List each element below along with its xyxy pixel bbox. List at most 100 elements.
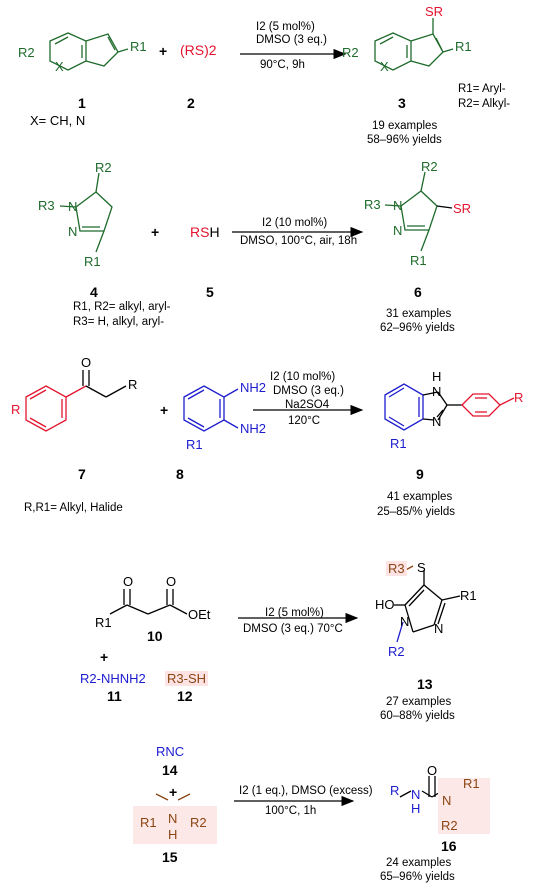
- r4-product-n2: N: [434, 621, 444, 636]
- r2-product-n1: N: [393, 198, 403, 213]
- compound-number-4: 4: [90, 284, 98, 300]
- benzimidazole-product: [384, 383, 515, 431]
- r3-product-n2: N: [432, 414, 442, 429]
- r1-disulfide-reagent: (RS)2: [180, 42, 217, 58]
- r5-product-n: N: [411, 787, 421, 802]
- r3-product-nh-h: H: [432, 369, 442, 384]
- r5-amine-r1: R1: [140, 815, 157, 830]
- r1-examples: 19 examples: [372, 120, 438, 132]
- r3-amine-nh2-bottom: NH2: [240, 421, 267, 436]
- pyrazole-product: [384, 171, 438, 252]
- hydroxypyrazole-n-r2-bond: [396, 621, 404, 643]
- r1-r1-definition: R1= Aryl-: [458, 83, 506, 95]
- r4-product-n1: N: [400, 614, 410, 629]
- compound-number-11: 11: [107, 688, 122, 704]
- r5-examples: 24 examples: [386, 857, 452, 869]
- r1-product-x: X: [380, 59, 389, 74]
- r2-product-sr: SR: [453, 201, 472, 216]
- hydroxypyrazole-product: [394, 570, 461, 633]
- r3-ketone-r: R: [128, 377, 138, 392]
- ketoester-reactant: [109, 589, 188, 615]
- r4-product-r1: R1: [460, 588, 477, 603]
- r3-yields: 25–85/% yields: [377, 506, 455, 518]
- r2-substituent-r1: R1: [84, 254, 101, 269]
- compound-number-15: 15: [162, 849, 178, 865]
- r1-product-sr: SR: [425, 4, 444, 19]
- r3-amine-nh2-top: NH2: [240, 380, 267, 395]
- r1-substituent-r2: R2: [18, 45, 35, 60]
- r3-condition-solvent: DMSO (3 eq.): [273, 385, 344, 397]
- r5-product-nh-h: H: [411, 801, 421, 816]
- r5-product-oxygen: O: [427, 763, 438, 778]
- r1-plus-sign: +: [159, 43, 168, 59]
- r2-thiol-rs: RS: [190, 224, 210, 240]
- r5-product-r1: R1: [463, 776, 480, 791]
- r1-x-definition: X= CH, N: [30, 113, 86, 128]
- r3-substituent-definition: R,R1= Alkyl, Halide: [24, 502, 123, 514]
- compound-number-3: 3: [398, 95, 406, 111]
- r4-ketone-oxygen: O: [123, 574, 134, 589]
- r3-ketone-oxygen: O: [81, 355, 92, 370]
- r2-examples: 31 examples: [386, 308, 452, 320]
- r3-condition-additive: Na2SO4: [285, 399, 330, 411]
- r4-product-ho: HO: [375, 597, 395, 612]
- r2-condition-catalyst: I2 (10 mol%): [262, 217, 328, 229]
- r2-product-r1: R1: [410, 253, 427, 268]
- r4-examples: 27 examples: [386, 696, 452, 708]
- r3-plus-sign: +: [160, 402, 169, 418]
- r1-condition-catalyst: I2 (5 mol%): [256, 21, 315, 33]
- r3-product-r: R: [514, 390, 524, 405]
- r4-plus-sign: +: [100, 649, 109, 665]
- r2-thiol-reagent: RSH: [190, 225, 220, 239]
- compound-number-13: 13: [417, 676, 433, 692]
- r5-yields: 65–96% yields: [380, 871, 455, 883]
- compound-number-6: 6: [414, 284, 422, 300]
- r5-amine-n: N: [168, 811, 178, 826]
- r2-thiol-h: H: [209, 224, 220, 240]
- r2-r1r2-definition: R1, R2= alkyl, aryl-: [73, 301, 171, 313]
- diamine-reactant: [183, 385, 239, 432]
- r2-yields: 62–96% yields: [380, 322, 455, 334]
- r1-condition-solvent: DMSO (3 eq.): [256, 34, 327, 46]
- amine-reactant: [155, 793, 191, 801]
- r3-condition-temp: 120°C: [288, 415, 321, 427]
- r4-ketoester-oet: OEt: [188, 607, 211, 622]
- compound-number-7: 7: [78, 466, 86, 482]
- r2-substituent-r3: R3: [38, 198, 55, 213]
- r1-atom-x: X: [55, 59, 64, 74]
- r4-condition-catalyst: I2 (5 mol%): [265, 607, 324, 619]
- r2-atom-n2: N: [68, 224, 78, 239]
- r4-hydrazine-reagent: R2-NHNH2: [80, 671, 146, 686]
- r4-thiol-reagent: R3-SH: [165, 671, 209, 686]
- pyrazole-reactant: [59, 172, 113, 253]
- r5-amine-h: H: [168, 827, 178, 842]
- r1-r2-definition: R2= Alkyl-: [458, 98, 511, 110]
- r5-product-r: R: [390, 783, 400, 798]
- r5-product-r2: R2: [441, 818, 458, 833]
- r2-product-n2: N: [393, 223, 403, 238]
- r5-condition-reagent-solvent: I2 (1 eq.), DMSO (excess): [239, 785, 373, 797]
- r5-product-n2: N: [442, 793, 452, 808]
- compound-number-1: 1: [78, 95, 86, 111]
- r2-product-r2: R2: [421, 159, 438, 174]
- r2-atom-n1: N: [68, 199, 78, 214]
- r5-plus-sign: +: [169, 784, 178, 800]
- r4-product-s: S: [417, 560, 426, 575]
- compound-number-10: 10: [147, 628, 163, 644]
- r1-yields: 58–96% yields: [367, 134, 442, 146]
- r1-product-r1: R1: [455, 39, 472, 54]
- r3-examples: 41 examples: [387, 491, 453, 503]
- r2-product-r3: R3: [364, 197, 381, 212]
- r2-r3-definition: R3= H, alkyl, aryl-: [73, 316, 165, 328]
- compound-number-9: 9: [416, 466, 424, 482]
- compound-number-5: 5: [206, 284, 214, 300]
- r2-condition-solvent: DMSO, 100°C, air, 18h: [240, 235, 358, 247]
- r5-amine-r2: R2: [190, 815, 207, 830]
- r2-plus-sign: +: [151, 224, 160, 240]
- r5-product-highlight: [438, 778, 490, 834]
- pyrazole-product-sr-bond: [436, 205, 453, 209]
- r5-isocyanide-reagent: RNC: [156, 744, 185, 759]
- r4-ketoester-r1: R1: [95, 615, 112, 630]
- r5-condition-temp-time: 100°C, 1h: [265, 805, 317, 817]
